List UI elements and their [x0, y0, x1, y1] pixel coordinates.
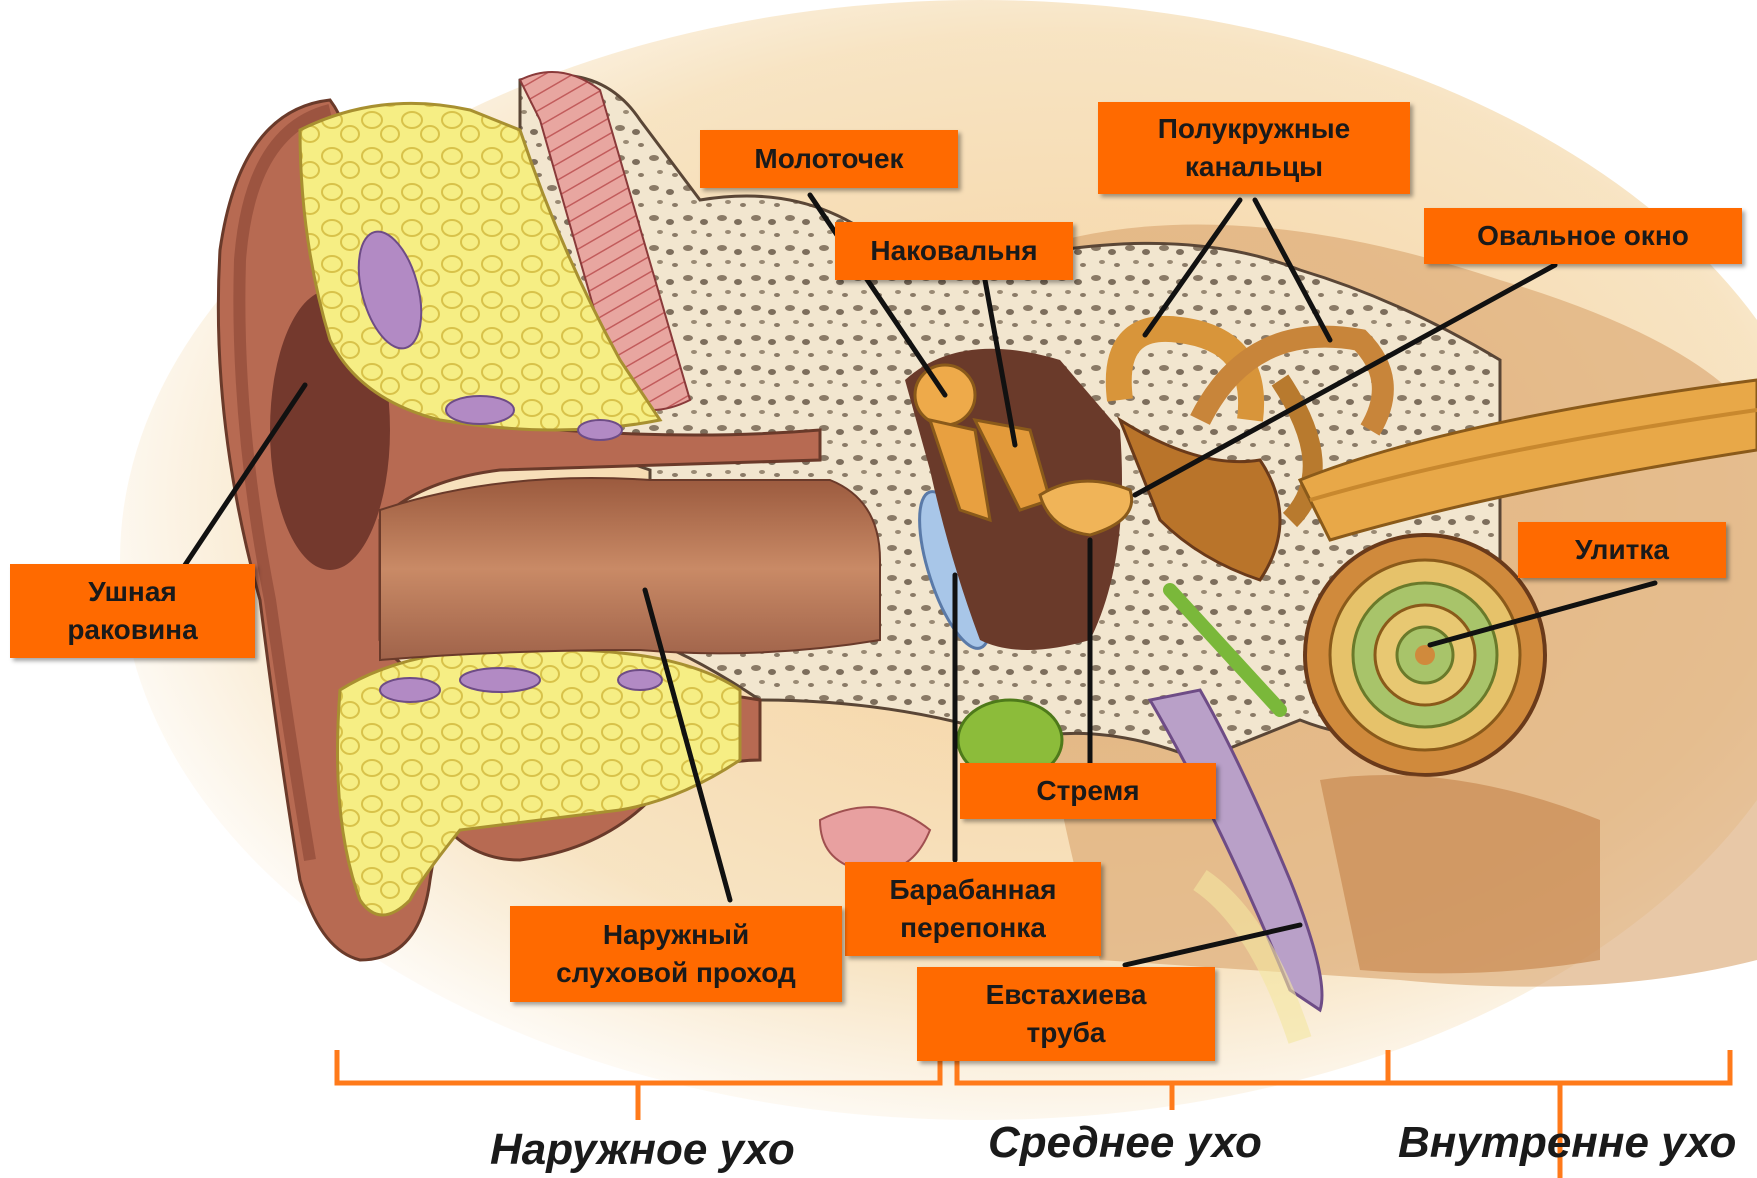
label-semicircular-canals: Полукружные канальцы [1098, 102, 1410, 194]
label-stapes-text: Стремя [1036, 772, 1139, 810]
label-eardrum-text-1: Барабанная [890, 871, 1057, 909]
label-auricle-text-1: Ушная [88, 573, 177, 611]
label-ear-canal-text-1: Наружный [603, 916, 749, 954]
label-stapes: Стремя [960, 763, 1216, 819]
label-incus-text: Наковальня [870, 232, 1037, 270]
section-middle-ear: Среднее ухо [988, 1118, 1262, 1168]
label-eustachian-text-1: Евстахиева [986, 976, 1147, 1014]
label-cochlea-text: Улитка [1575, 531, 1669, 569]
label-incus: Наковальня [835, 222, 1073, 280]
label-cochlea: Улитка [1518, 522, 1726, 578]
label-auricle-text-2: раковина [67, 611, 197, 649]
label-ear-canal-text-2: слуховой проход [556, 954, 796, 992]
label-eardrum-text-2: перепонка [900, 909, 1046, 947]
label-malleus-text: Молоточек [754, 140, 903, 178]
section-inner-ear: Внутренне ухо [1398, 1118, 1736, 1168]
label-malleus: Молоточек [700, 130, 958, 188]
label-oval-window: Овальное окно [1424, 208, 1742, 264]
label-ear-canal: Наружный слуховой проход [510, 906, 842, 1002]
label-auricle: Ушная раковина [10, 564, 255, 658]
section-outer-ear: Наружное ухо [490, 1125, 795, 1175]
label-eustachian-tube: Евстахиева труба [917, 967, 1215, 1061]
label-eustachian-text-2: труба [1027, 1014, 1106, 1052]
label-semicircular-text-2: канальцы [1185, 148, 1323, 186]
label-eardrum: Барабанная перепонка [845, 862, 1101, 956]
label-oval-window-text: Овальное окно [1477, 217, 1689, 255]
label-semicircular-text-1: Полукружные [1158, 110, 1350, 148]
